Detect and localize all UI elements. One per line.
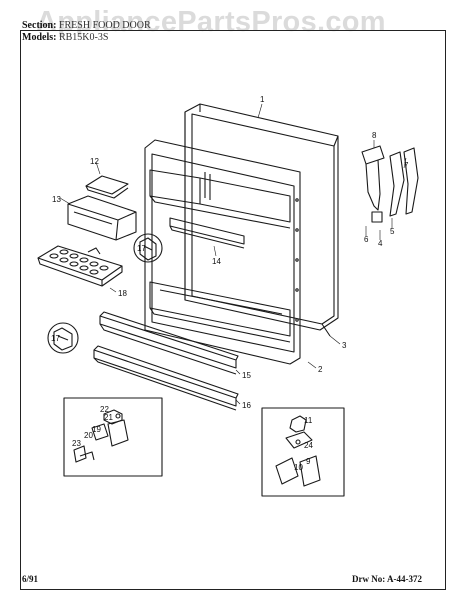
callout-13: 13 xyxy=(52,195,61,204)
callout-1: 1 xyxy=(260,95,265,104)
models-label: Models: xyxy=(22,32,57,43)
section-header: Section: FRESH FOOD DOOR xyxy=(22,20,151,31)
shelf-retainer-detail-upper xyxy=(133,233,163,263)
door-panel-part xyxy=(184,103,339,331)
callout-20: 20 xyxy=(84,431,93,440)
shelf-retainer-detail-lower xyxy=(47,322,79,354)
callout-22: 22 xyxy=(100,405,109,414)
footer-drawing-number: Drw No: A-44-372 xyxy=(352,574,422,584)
callout-15: 15 xyxy=(242,371,251,380)
callout-17-upper: 17 xyxy=(137,244,146,253)
models-header: Models: RB15K0-3S xyxy=(22,32,108,43)
callout-21: 21 xyxy=(104,413,113,422)
callout-14: 14 xyxy=(212,257,221,266)
section-value: FRESH FOOD DOOR xyxy=(58,20,151,31)
hinge-parts-box-right xyxy=(261,407,345,497)
gasket-leader xyxy=(321,323,331,337)
hinge-parts-box xyxy=(63,397,163,477)
callout-11: 11 xyxy=(304,416,313,425)
callout-4: 4 xyxy=(378,239,383,248)
section-label: Section: xyxy=(22,20,57,31)
callout-10: 10 xyxy=(294,463,303,472)
callout-16: 16 xyxy=(242,401,251,410)
watermark: AppliancePartsPros.com xyxy=(36,6,386,38)
models-value: RB15K0-3S xyxy=(58,32,109,43)
shelf-front-bar-part xyxy=(99,311,239,375)
butter-cover-part xyxy=(85,175,129,199)
callout-labels: 1 2 3 4 5 6 7 8 9 10 11 12 13 14 15 16 1… xyxy=(51,95,409,472)
callout-19: 19 xyxy=(92,425,101,434)
callout-5: 5 xyxy=(390,227,395,236)
callout-24: 24 xyxy=(304,441,313,450)
callout-17-lower: 17 xyxy=(51,334,60,343)
callout-3: 3 xyxy=(342,341,347,350)
callout-23: 23 xyxy=(72,439,81,448)
butter-compartment-part xyxy=(67,195,137,241)
handle-hardware-group xyxy=(361,145,419,223)
callout-8: 8 xyxy=(372,131,377,140)
callout-9: 9 xyxy=(306,457,311,466)
callout-7: 7 xyxy=(404,161,409,170)
leader-lines xyxy=(59,103,407,405)
callout-6: 6 xyxy=(364,235,369,244)
callout-2: 2 xyxy=(318,365,323,374)
bottom-rail-part xyxy=(93,345,239,411)
callout-12: 12 xyxy=(90,157,99,166)
callout-18: 18 xyxy=(118,289,127,298)
egg-tray-part xyxy=(37,245,123,287)
door-liner-part xyxy=(144,139,301,365)
shelf-bar-part xyxy=(169,217,245,249)
footer-date: 6/91 xyxy=(22,574,39,584)
diagram-frame xyxy=(20,30,446,590)
